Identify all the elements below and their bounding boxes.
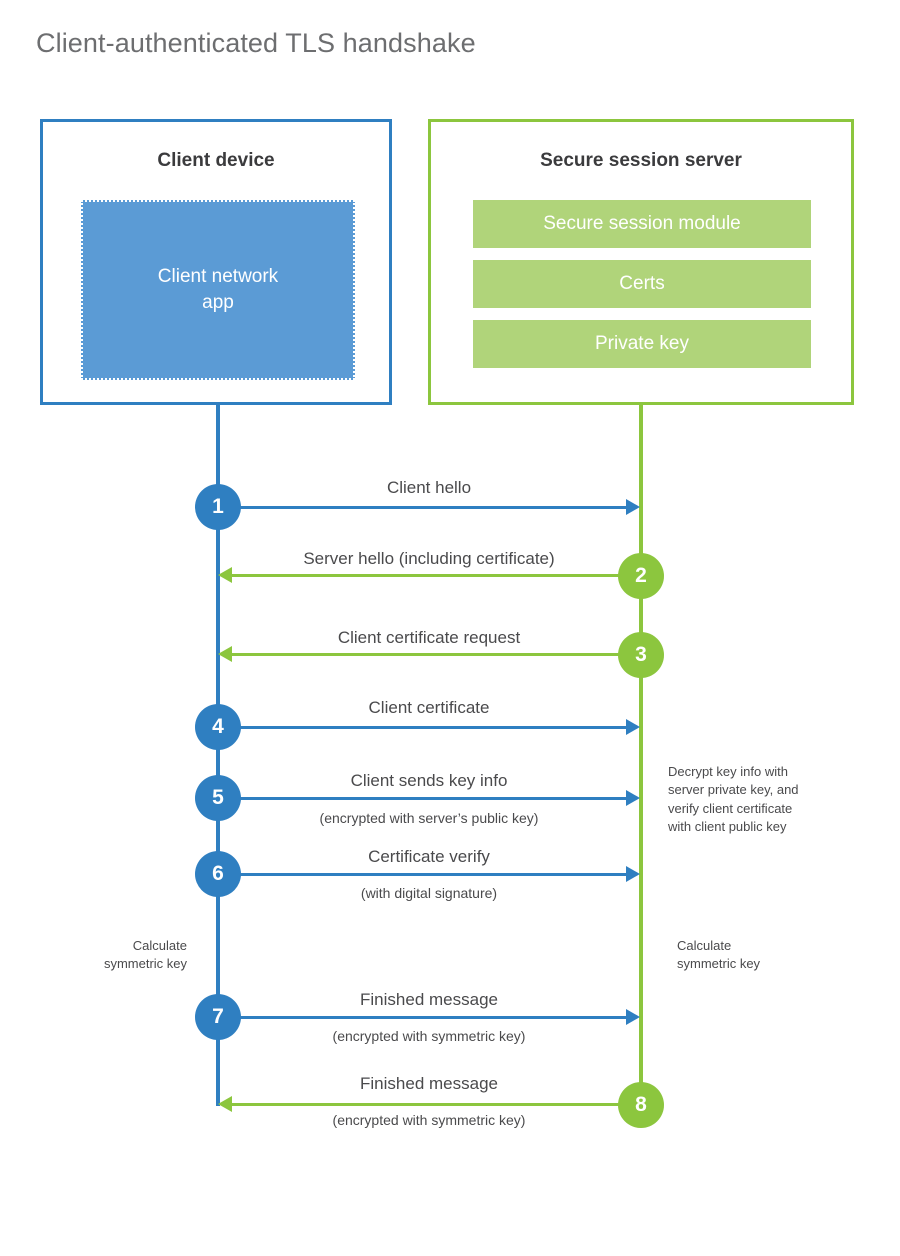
- page-title: Client-authenticated TLS handshake: [36, 28, 476, 58]
- secure-session-server-title: Secure session server: [540, 150, 742, 171]
- step-8-arrow-head-icon: [218, 1096, 232, 1112]
- step-3-circle[interactable]: 3: [618, 632, 664, 678]
- client-device-title: Client device: [157, 150, 275, 171]
- client-calculate-symmetric-key-note: Calculate symmetric key: [103, 938, 187, 972]
- client-network-app-block: Client network app: [81, 200, 355, 380]
- server-component-certs: Certs: [473, 260, 811, 308]
- server-lifeline: [639, 405, 643, 1105]
- step-6-arrow-head-icon: [626, 866, 640, 882]
- step-5-label: Client sends key info: [350, 771, 508, 790]
- step-4-label: Client certificate: [368, 698, 490, 717]
- step-2-circle[interactable]: 2: [618, 553, 664, 599]
- step-8-arrow-line: [232, 1103, 640, 1106]
- server-components-list: Secure session module Certs Private key: [473, 200, 811, 368]
- step-5-arrow-head-icon: [626, 790, 640, 806]
- step-4-arrow-head-icon: [626, 719, 640, 735]
- step-8-circle[interactable]: 8: [618, 1082, 664, 1128]
- step-3-arrow-head-icon: [218, 646, 232, 662]
- step-6-sublabel: (with digital signature): [360, 885, 498, 901]
- step-1-label: Client hello: [386, 478, 472, 497]
- step-1-arrow-head-icon: [626, 499, 640, 515]
- server-component-private-key: Private key: [473, 320, 811, 368]
- step-3-label: Client certificate request: [337, 628, 521, 647]
- step-7-sublabel: (encrypted with symmetric key): [332, 1028, 526, 1044]
- step-4-circle[interactable]: 4: [195, 704, 241, 750]
- step-2-label: Server hello (including certificate): [303, 549, 555, 568]
- server-calculate-symmetric-key-note: Calculate symmetric key: [677, 938, 761, 972]
- step-6-arrow-line: [218, 873, 626, 876]
- step-1-arrow-line: [218, 506, 626, 509]
- client-device-box: Client device Client network app: [40, 119, 392, 405]
- step-7-arrow-head-icon: [626, 1009, 640, 1025]
- step-7-arrow-line: [218, 1016, 626, 1019]
- step-6-label: Certificate verify: [368, 847, 490, 866]
- step-5-circle[interactable]: 5: [195, 775, 241, 821]
- step-6-circle[interactable]: 6: [195, 851, 241, 897]
- step-7-label: Finished message: [360, 990, 498, 1009]
- step-8-label: Finished message: [360, 1074, 498, 1093]
- step-5-sublabel: (encrypted with server’s public key): [319, 810, 539, 826]
- step-1-circle[interactable]: 1: [195, 484, 241, 530]
- step-5-arrow-line: [218, 797, 626, 800]
- step-3-arrow-line: [232, 653, 640, 656]
- server-component-secure-session-module: Secure session module: [473, 200, 811, 248]
- server-decrypt-note: Decrypt key info with server private key…: [668, 764, 799, 835]
- secure-session-server-box: Secure session server Secure session mod…: [428, 119, 854, 405]
- step-2-arrow-head-icon: [218, 567, 232, 583]
- step-8-sublabel: (encrypted with symmetric key): [332, 1112, 526, 1128]
- step-2-arrow-line: [232, 574, 640, 577]
- client-lifeline: [216, 405, 220, 1106]
- step-7-circle[interactable]: 7: [195, 994, 241, 1040]
- step-4-arrow-line: [218, 726, 626, 729]
